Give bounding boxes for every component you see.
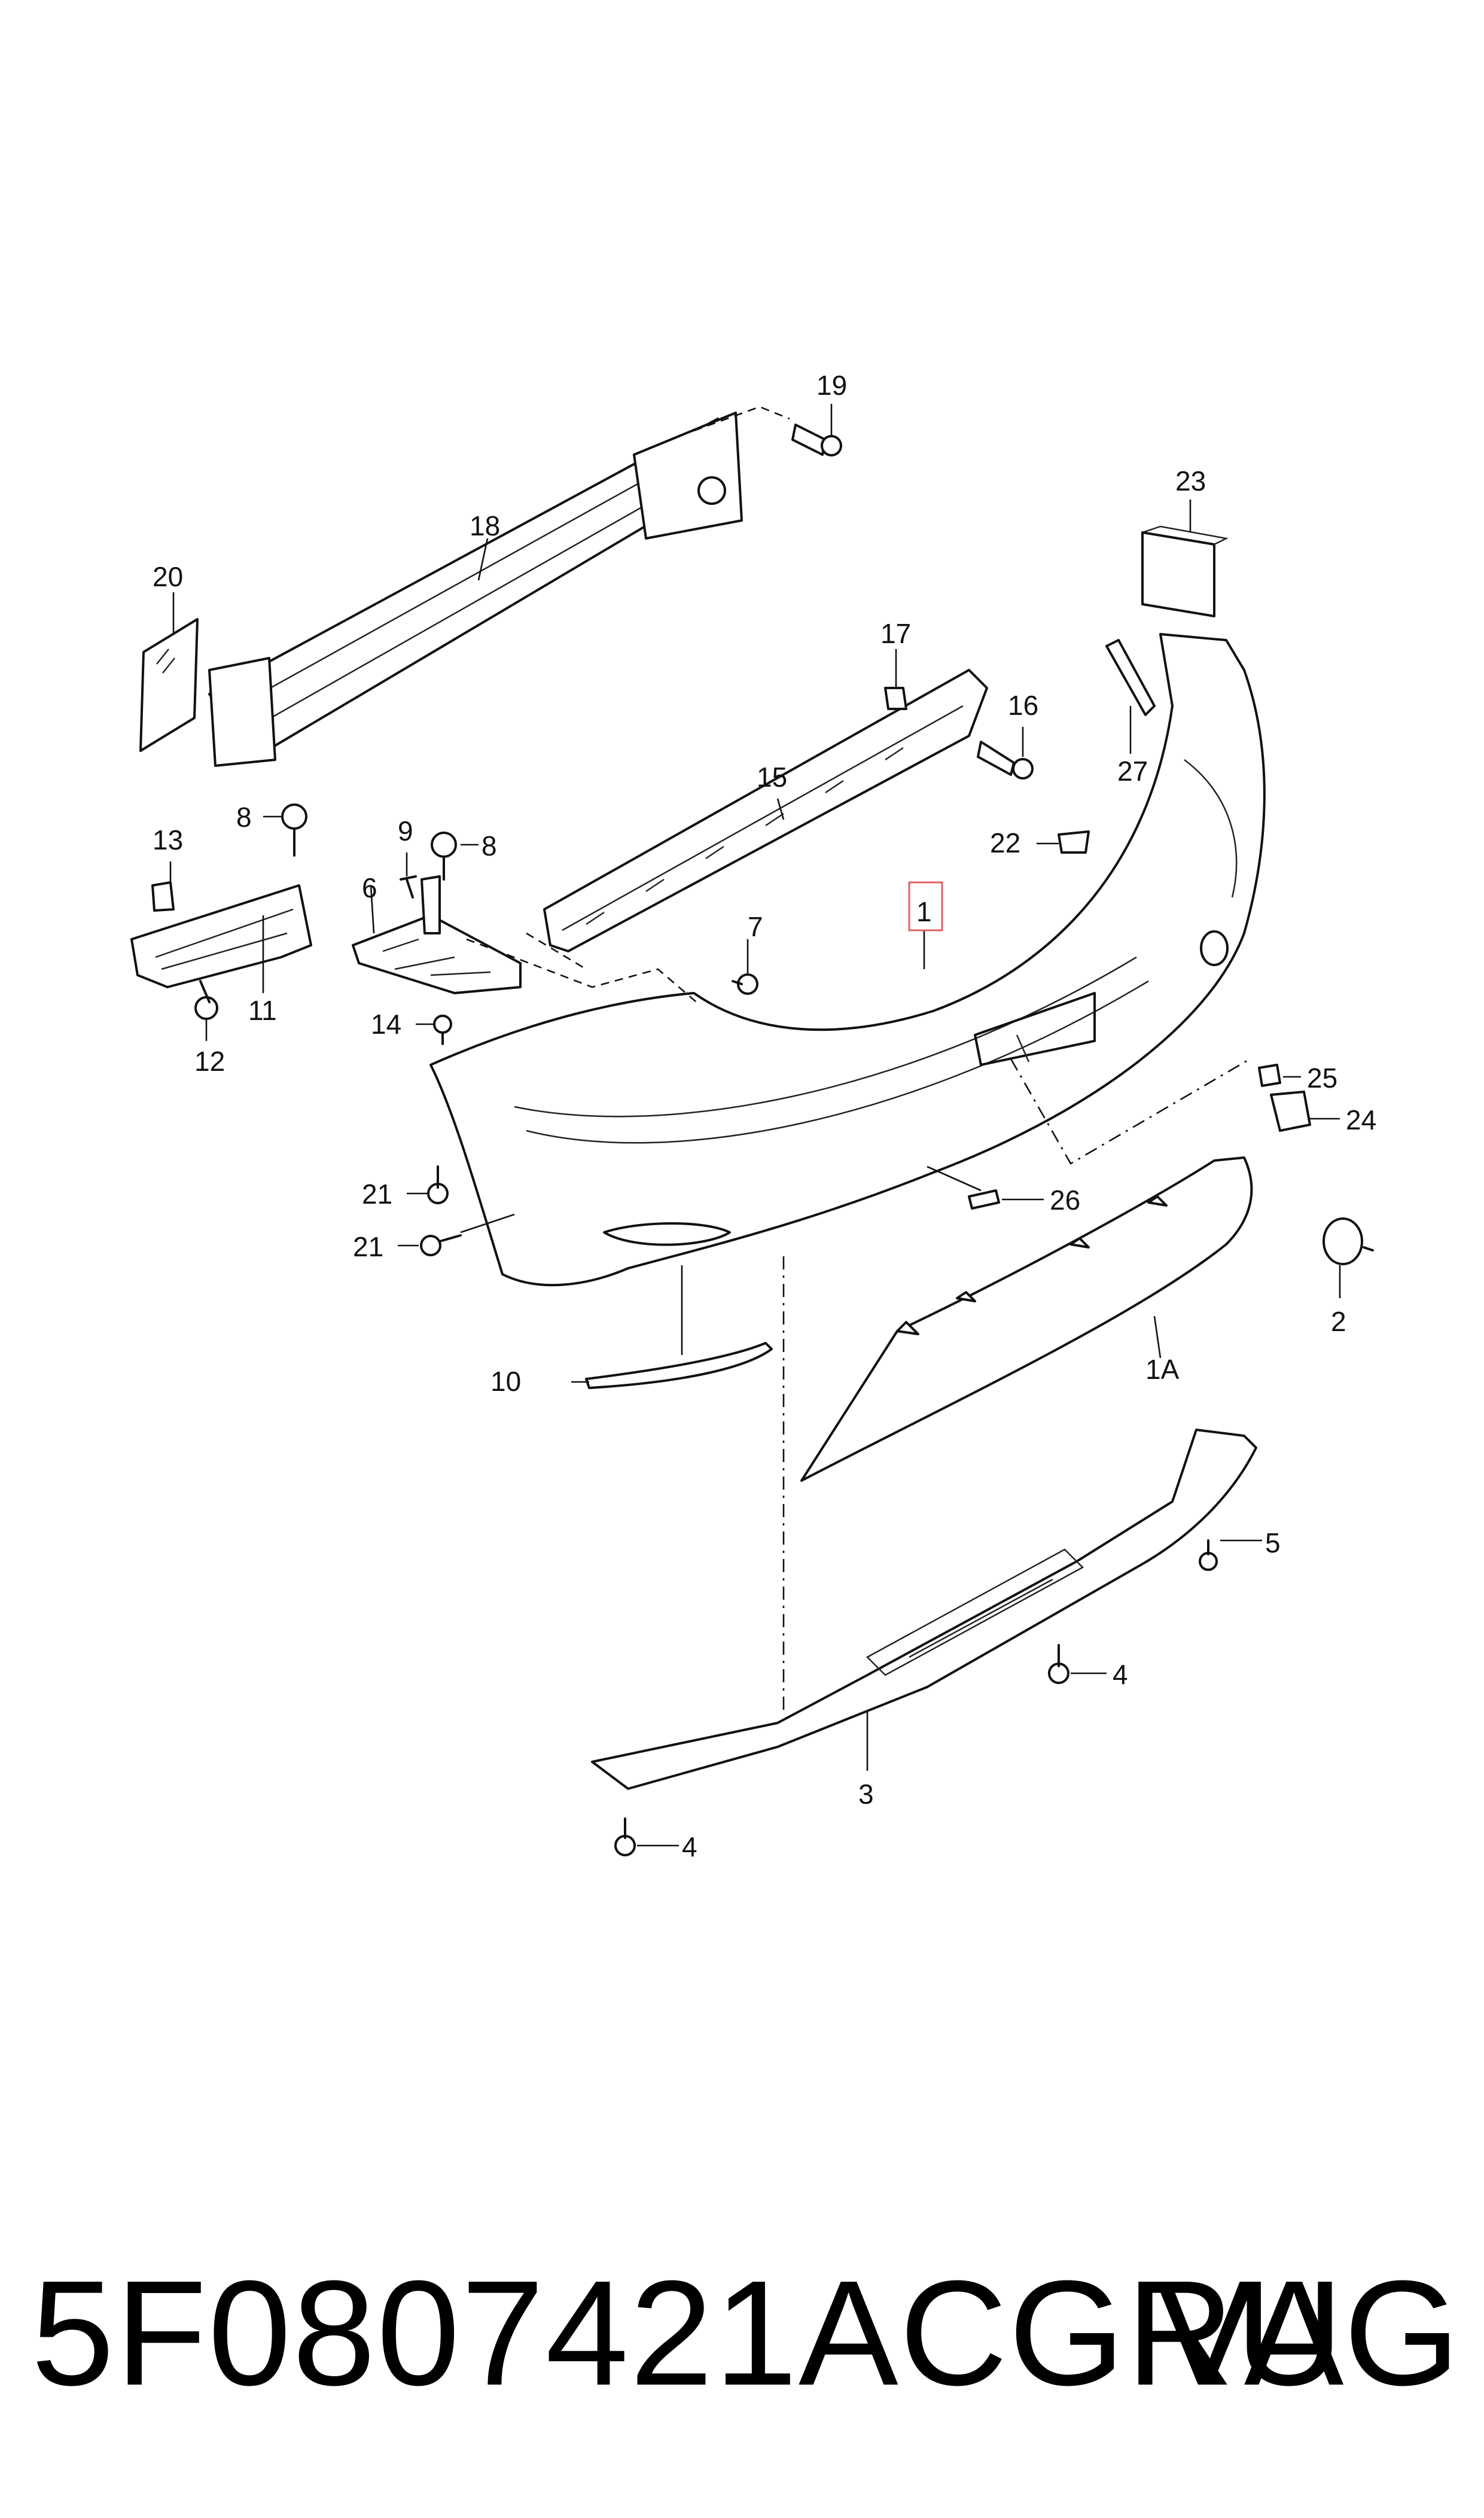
callout-4-lower: 4 bbox=[682, 1831, 697, 1862]
bolt-4-upper bbox=[1048, 1644, 1069, 1684]
diffuser bbox=[591, 1429, 1257, 1790]
callout-1-highlight bbox=[908, 881, 943, 931]
brand-name: VAG bbox=[1155, 2249, 1460, 2416]
callout-10: 10 bbox=[490, 1366, 521, 1397]
screw-9 bbox=[400, 875, 417, 899]
callout-8-right: 8 bbox=[482, 830, 497, 861]
screw-7 bbox=[732, 973, 758, 995]
bumper-cover bbox=[429, 633, 1266, 1287]
clip-25 bbox=[1258, 1064, 1281, 1087]
callout-1a: 1A bbox=[1145, 1354, 1180, 1385]
callout-2: 2 bbox=[1331, 1306, 1346, 1337]
bolt-8-left bbox=[281, 803, 307, 857]
screw-21-lower bbox=[420, 1234, 462, 1256]
callout-12: 12 bbox=[194, 1046, 225, 1077]
callout-23: 23 bbox=[1175, 465, 1206, 497]
callout-1: 1 bbox=[916, 896, 932, 927]
guide-profile bbox=[543, 669, 988, 952]
left-bracket bbox=[130, 881, 312, 1020]
callout-4-upper: 4 bbox=[1113, 1659, 1128, 1690]
callout-7: 7 bbox=[748, 911, 763, 942]
callout-25: 25 bbox=[1307, 1062, 1337, 1094]
bolt-4-lower bbox=[614, 1817, 636, 1856]
label-sticker bbox=[139, 618, 199, 752]
bolt-8-right bbox=[431, 832, 457, 881]
callout-8-left: 8 bbox=[236, 802, 252, 833]
callout-14: 14 bbox=[371, 1009, 401, 1040]
callout-3: 3 bbox=[858, 1779, 874, 1810]
control-module bbox=[1141, 531, 1215, 617]
trim-strip-27 bbox=[1105, 639, 1156, 716]
callout-6: 6 bbox=[362, 872, 377, 903]
tow-eye-cap bbox=[1323, 1217, 1374, 1265]
callout-19: 19 bbox=[816, 370, 847, 401]
callout-5: 5 bbox=[1265, 1527, 1281, 1558]
reflector-strip bbox=[585, 1342, 773, 1389]
callout-21-lower: 21 bbox=[353, 1231, 383, 1262]
primed-panel bbox=[800, 1156, 1253, 1482]
callout-24: 24 bbox=[1346, 1104, 1376, 1135]
callout-9: 9 bbox=[398, 815, 413, 847]
callout-26: 26 bbox=[1050, 1185, 1080, 1216]
clip-17 bbox=[884, 687, 907, 710]
callout-22: 22 bbox=[990, 827, 1020, 858]
impact-beam bbox=[208, 406, 790, 767]
callout-21-upper: 21 bbox=[362, 1179, 392, 1210]
callout-labels: 1 1A 2 3 4 4 5 6 7 8 8 9 10 11 12 13 14 … bbox=[153, 370, 1376, 1862]
callout-27: 27 bbox=[1117, 756, 1148, 787]
clip-22 bbox=[1058, 830, 1090, 854]
bolt-16 bbox=[977, 741, 1034, 780]
callout-15: 15 bbox=[757, 762, 787, 793]
right-bracket bbox=[352, 875, 522, 994]
callout-11: 11 bbox=[248, 995, 277, 1026]
callout-20: 20 bbox=[153, 561, 183, 592]
clip-26 bbox=[968, 1189, 1000, 1210]
sensor-holder-24 bbox=[1270, 1091, 1311, 1132]
clip-5 bbox=[1199, 1539, 1218, 1571]
screw-21-upper bbox=[427, 1165, 449, 1204]
clip-14 bbox=[433, 1015, 452, 1045]
callout-17: 17 bbox=[880, 618, 911, 649]
leader-lines bbox=[169, 404, 1341, 1847]
footer: 5F0807421ACGRU VAG bbox=[0, 2249, 1484, 2417]
bolt-19 bbox=[791, 424, 842, 456]
callout-13: 13 bbox=[153, 824, 183, 855]
assembly-lines bbox=[466, 932, 1251, 1711]
callout-18: 18 bbox=[470, 510, 500, 541]
part-number: 5F0807421ACGRU bbox=[31, 2249, 1345, 2416]
callout-16: 16 bbox=[1008, 690, 1038, 721]
